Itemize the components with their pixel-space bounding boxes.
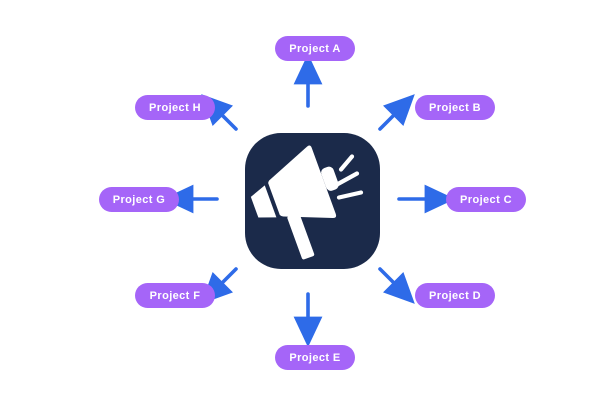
arrow-to-project-b: [378, 94, 415, 131]
node-project-g: Project G: [99, 187, 179, 212]
node-project-c: Project C: [446, 187, 526, 212]
arrow-to-project-h: [201, 94, 238, 131]
node-project-d: Project D: [415, 283, 495, 308]
megaphone-app-tile: [245, 133, 380, 269]
node-project-b: Project B: [415, 95, 495, 120]
megaphone-icon: [250, 145, 364, 260]
node-project-h: Project H: [135, 95, 215, 120]
arrow-to-project-f: [201, 267, 238, 304]
node-project-a: Project A: [275, 36, 355, 61]
node-project-f: Project F: [135, 283, 215, 308]
arrow-to-project-d: [378, 267, 415, 304]
node-project-e: Project E: [275, 345, 355, 370]
